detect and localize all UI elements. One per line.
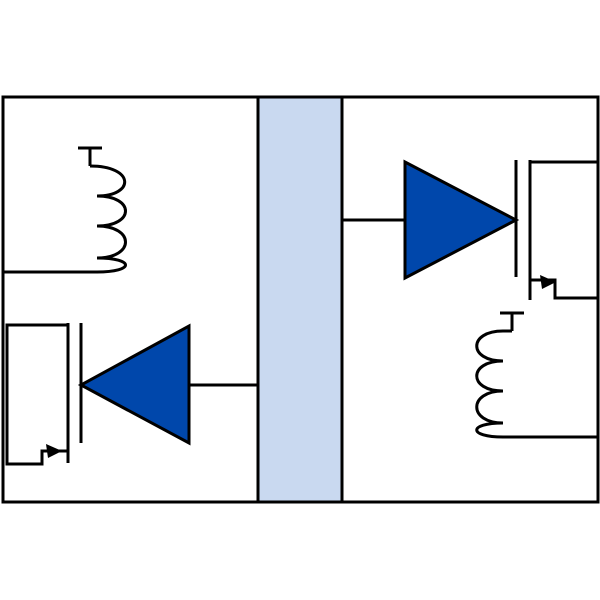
right-amplifier — [403, 159, 520, 281]
right-transistor-arrow — [540, 275, 556, 289]
left-panel-outline — [1, 95, 258, 504]
left-transistor-collector — [5, 323, 68, 466]
left-transistor — [5, 323, 83, 466]
left-inductor-coil — [89, 164, 127, 274]
right-inductor — [475, 311, 598, 439]
right-inductor-coil — [475, 329, 512, 439]
isolation-barrier — [256, 95, 344, 504]
left-inductor — [3, 146, 127, 274]
left-transistor-arrow — [46, 444, 62, 458]
right-transistor — [514, 160, 598, 300]
